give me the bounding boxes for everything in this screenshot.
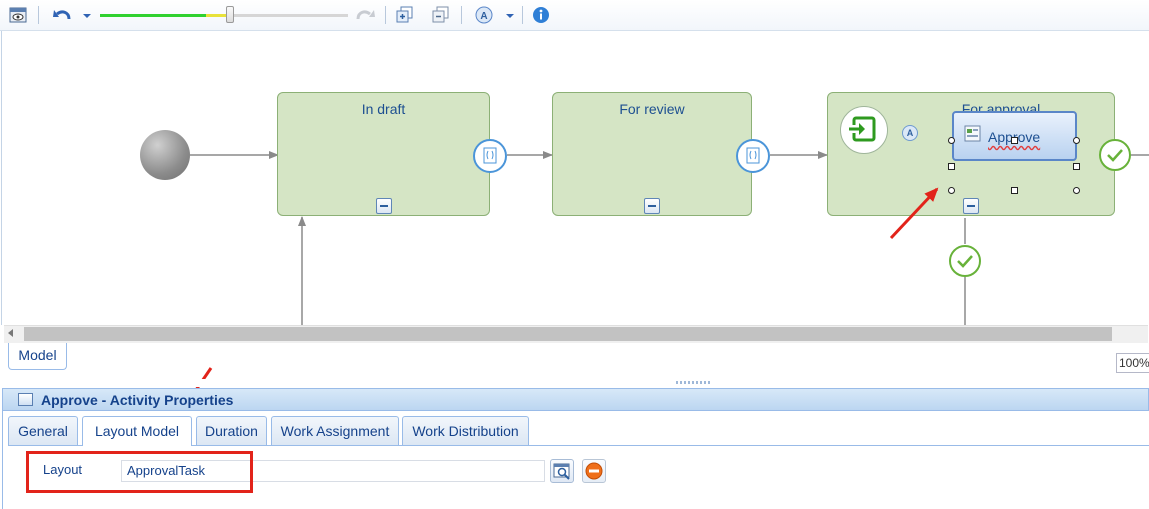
resize-handle[interactable]: [1011, 137, 1018, 144]
undo-dropdown-icon[interactable]: [82, 6, 92, 24]
toolbar-separator: [38, 6, 39, 24]
document-form-icon[interactable]: [473, 139, 507, 173]
zoom-slider-thumb[interactable]: [226, 6, 234, 23]
tab-work-assignment[interactable]: Work Assignment: [271, 416, 399, 445]
redo-icon[interactable]: [355, 6, 375, 24]
outcome-check-icon[interactable]: [949, 245, 981, 277]
tab-model[interactable]: Model: [8, 343, 67, 370]
properties-tab-strip: General Layout Model Duration Work Assig…: [8, 416, 1149, 446]
undo-icon[interactable]: [52, 6, 71, 24]
panel-window-icon: [18, 393, 33, 406]
scrollbar-thumb[interactable]: [24, 327, 1112, 341]
search-window-icon: [553, 463, 570, 480]
remove-layout-button[interactable]: [582, 459, 606, 483]
collapse-all-icon[interactable]: [432, 6, 450, 24]
tab-layout-model[interactable]: Layout Model: [82, 416, 192, 446]
start-node[interactable]: [140, 130, 190, 180]
diagram-toolbar: A: [0, 0, 1149, 31]
state-title: For review: [619, 101, 685, 117]
zoom-slider-fill-highlight: [206, 14, 230, 17]
annotation-highlight-box: [26, 451, 253, 493]
expand-all-icon[interactable]: [396, 6, 414, 24]
tab-duration[interactable]: Duration: [196, 416, 267, 445]
panel-splitter[interactable]: [0, 379, 1149, 387]
resize-handle[interactable]: [1073, 137, 1080, 144]
scroll-left-icon[interactable]: [8, 329, 13, 337]
tab-general[interactable]: General: [8, 416, 78, 445]
entry-badge: A: [902, 125, 918, 141]
layout-field[interactable]: ApprovalTask: [121, 460, 545, 482]
toolbar-separator: [522, 6, 523, 24]
document-form-icon[interactable]: [736, 139, 770, 173]
lookup-layout-button[interactable]: [550, 459, 574, 483]
annotation-arrow-approve: [889, 187, 939, 240]
state-in-draft[interactable]: In draft: [277, 92, 490, 216]
label-a-icon[interactable]: A: [475, 6, 493, 24]
resize-handle[interactable]: [948, 137, 955, 144]
zoom-slider-fill: [100, 14, 206, 17]
approved-check-icon[interactable]: [1099, 139, 1131, 171]
state-title: In draft: [361, 101, 406, 117]
state-for-review[interactable]: For review: [552, 92, 752, 216]
toolbar-separator: [461, 6, 462, 24]
enter-icon: [849, 116, 876, 142]
info-icon[interactable]: [532, 6, 550, 24]
layout-field-label: Layout: [43, 462, 83, 477]
label-dropdown-icon[interactable]: [505, 6, 515, 24]
zoom-level-field[interactable]: 100%: [1116, 353, 1149, 373]
collapse-button[interactable]: [644, 198, 660, 214]
preview-eye-icon[interactable]: [9, 6, 27, 24]
toolbar-separator: [385, 6, 386, 24]
resize-handle[interactable]: [1073, 163, 1080, 170]
splitter-grip-icon[interactable]: [676, 381, 712, 384]
resize-handle[interactable]: [948, 163, 955, 170]
resize-handle[interactable]: [1011, 187, 1018, 194]
tab-work-distribution[interactable]: Work Distribution: [402, 416, 529, 445]
remove-icon: [585, 462, 603, 480]
properties-panel-title: Approve - Activity Properties: [41, 392, 234, 408]
collapse-button[interactable]: [963, 198, 979, 214]
svg-text:A: A: [480, 11, 487, 22]
resize-handle[interactable]: [1073, 187, 1080, 194]
resize-handle[interactable]: [948, 187, 955, 194]
collapse-button[interactable]: [376, 198, 392, 214]
entry-action-node[interactable]: [840, 106, 888, 154]
task-form-icon: [964, 125, 981, 142]
properties-panel-header: Approve - Activity Properties: [2, 388, 1149, 411]
